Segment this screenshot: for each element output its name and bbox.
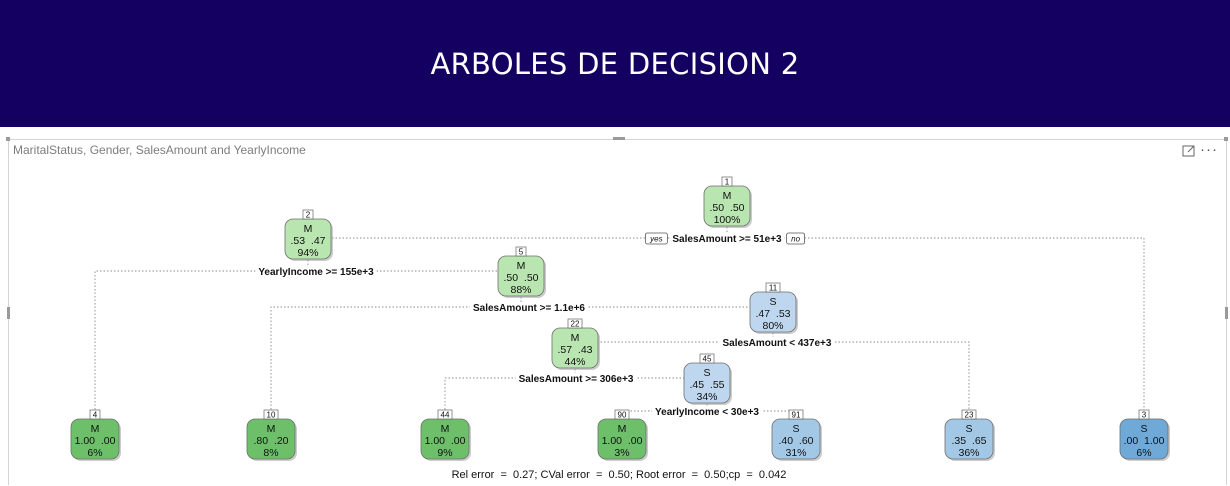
split-label-bg-45 [652,406,762,418]
node-probs-90: 1.00 .00 [602,435,643,447]
split-label-bg-1 [669,233,785,245]
node-pct-5: 88% [510,284,531,296]
node-probs-4: 1.00 .00 [75,435,116,447]
node-class-90: M [618,423,627,435]
node-probs-1: .50 .50 [709,202,744,214]
split-label-bg-11 [719,337,835,349]
node-id-box-10 [263,409,279,420]
no-tag [786,232,806,245]
yes-label: yes [649,235,662,244]
report-banner: ARBOLES DE DECISION 2 [0,0,1230,127]
more-options-icon[interactable]: ··· [1200,141,1218,158]
node-id-box-4 [89,409,101,420]
split-label-bg-5 [469,302,589,314]
node-class-45: S [703,367,710,379]
node-pct-23: 36% [958,447,979,459]
node-pct-90: 3% [614,447,629,459]
node-id-11: 11 [769,284,778,293]
node-class-44: M [441,423,450,435]
node-id-box-45 [699,353,715,364]
node-id-box-22 [567,318,583,329]
node-id-box-3 [1138,409,1150,420]
resize-handle-right[interactable] [1225,307,1228,319]
node-class-22: M [571,332,580,344]
split-label-bg-22 [515,373,637,385]
banner-title: ARBOLES DE DECISION 2 [430,46,800,81]
node-pct-10: 8% [263,447,278,459]
node-probs-22: .57 .43 [557,344,592,356]
node-class-11: S [769,296,776,308]
node-class-1: M [723,190,732,202]
split-label-22: SalesAmount >= 306e+3 [519,374,634,385]
node-id-box-23 [961,409,977,420]
node-class-5: M [517,260,526,272]
node-probs-45: .45 .55 [689,379,724,391]
resize-handle-top-right[interactable] [1224,137,1228,141]
node-id-box-90 [614,409,630,420]
node-pct-3: 6% [1136,447,1151,459]
node-id-box-44 [437,409,453,420]
split-label-11: SalesAmount < 437e+3 [723,338,832,349]
node-pct-91: 31% [785,447,806,459]
node-id-91: 91 [792,411,801,420]
node-probs-91: .40 .60 [778,435,813,447]
node-pct-11: 80% [762,320,783,332]
node-class-2: M [304,223,313,235]
node-id-22: 22 [571,320,580,329]
node-id-4: 4 [93,411,98,420]
node-pct-45: 34% [696,391,717,403]
node-probs-23: .35 .65 [951,435,986,447]
node-id-10: 10 [267,411,276,420]
node-class-91: S [792,423,799,435]
focus-mode-icon[interactable] [1182,144,1196,158]
node-id-5: 5 [519,248,524,257]
edge-11 [574,322,970,413]
node-id-box-1 [721,176,733,187]
node-id-44: 44 [441,411,450,420]
node-id-box-11 [765,282,781,293]
decision-tree-visual[interactable]: MaritalStatus, Gender, SalesAmount and Y… [8,139,1227,485]
node-probs-11: .47 .53 [755,308,790,320]
node-pct-22: 44% [564,356,585,368]
node-pct-2: 94% [297,247,318,259]
node-id-1: 1 [725,178,730,187]
node-pct-1: 100% [714,214,741,226]
node-id-box-2 [302,209,314,220]
split-label-bg-2 [255,266,377,278]
node-id-box-91 [788,409,804,420]
split-label-45: YearlyIncome < 30e+3 [655,407,759,418]
node-pct-4: 6% [87,447,102,459]
split-label-2: YearlyIncome >= 155e+3 [258,267,374,278]
node-probs-3: .00 1.00 [1124,435,1165,447]
node-probs-10: .80 .20 [253,435,288,447]
visual-title: MaritalStatus, Gender, SalesAmount and Y… [13,143,306,157]
resize-handle-left[interactable] [7,307,10,319]
node-pct-44: 9% [437,447,452,459]
node-probs-5: .50 .50 [503,272,538,284]
node-class-3: S [1140,423,1147,435]
node-probs-2: .53 .47 [290,235,325,247]
no-label: no [791,235,800,244]
node-probs-44: 1.00 .00 [425,435,466,447]
resize-handle-top[interactable] [613,137,625,140]
resize-handle-top-left[interactable] [6,137,10,141]
node-class-4: M [91,423,100,435]
node-id-2: 2 [306,211,311,220]
node-id-90: 90 [618,411,627,420]
edge-1 [307,213,1145,413]
node-id-box-5 [515,246,527,257]
node-class-10: M [267,423,276,435]
node-id-3: 3 [1142,411,1147,420]
node-id-45: 45 [703,355,712,364]
tree-footer: Rel error = 0.27; CVal error = 0.50; Roo… [452,469,787,481]
split-label-1: SalesAmount >= 51e+3 [672,234,782,245]
node-class-23: S [965,423,972,435]
node-id-23: 23 [965,411,974,420]
split-label-5: SalesAmount >= 1.1e+6 [473,303,585,314]
yes-tag [644,232,668,245]
